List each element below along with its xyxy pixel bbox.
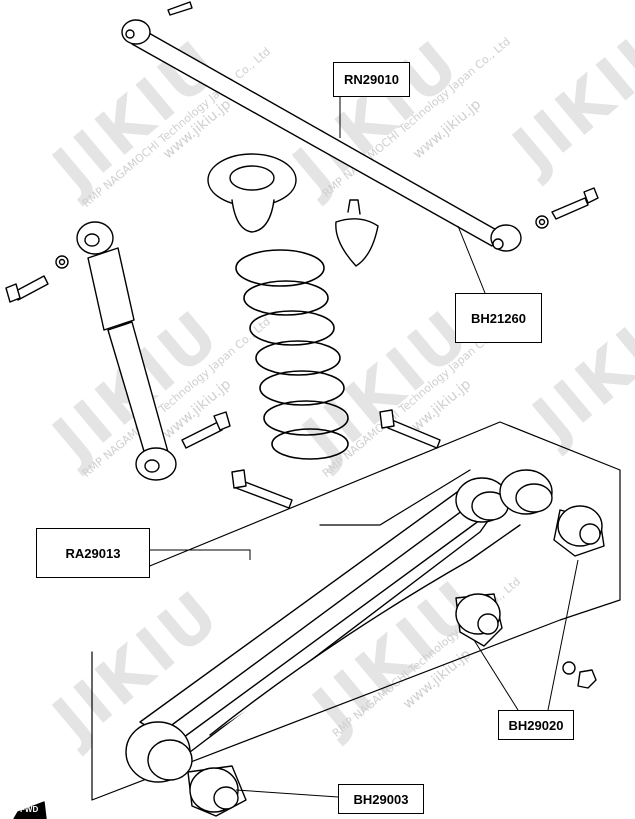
bolt-middle [231,409,441,509]
nut-lower-right [562,661,597,689]
shock-absorber [76,221,177,481]
bolt-left [5,255,69,303]
bolt-shock-lower [181,411,231,449]
bushing-bh29003 [187,765,247,817]
arm-frame [91,421,621,801]
trailing-arm [125,469,553,783]
leader-lines [149,97,579,798]
part-label-bh29003[interactable]: BH29003 [338,784,424,814]
bump-stopper [335,199,379,267]
part-label-bh21260[interactable]: BH21260 [455,293,542,343]
bolt-right [535,187,599,229]
fwd-arrow-icon [13,801,47,819]
part-label-bh29020[interactable]: BH29020 [498,710,574,740]
part-label-rn29010[interactable]: RN29010 [333,62,410,97]
bushing-bh29020 [455,505,605,647]
spring-seat [207,153,297,233]
coil-spring [235,249,349,460]
part-label-ra29013[interactable]: RA29013 [36,528,150,578]
lateral-rod [121,1,522,252]
fwd-label: FWD [20,805,39,814]
